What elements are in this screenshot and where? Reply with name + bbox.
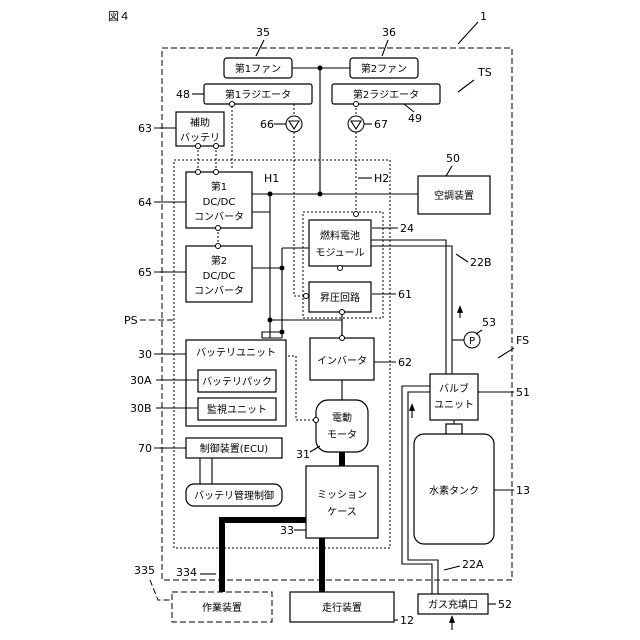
svg-text:第2ラジエータ: 第2ラジエータ: [353, 88, 419, 101]
monitor-unit-box: 監視ユニット: [198, 398, 276, 420]
svg-text:22A: 22A: [462, 558, 484, 571]
svg-text:ミッション: ミッション: [317, 490, 367, 501]
radiator1-box: 第1ラジエータ: [204, 84, 312, 104]
svg-text:H2: H2: [374, 172, 389, 185]
pressure-sensor-icon: P: [464, 332, 480, 348]
svg-text:62: 62: [398, 356, 412, 369]
svg-text:67: 67: [374, 118, 388, 131]
svg-text:監視ユニット: 監視ユニット: [207, 403, 267, 416]
svg-text:昇圧回路: 昇圧回路: [320, 291, 360, 304]
svg-text:30: 30: [138, 348, 152, 361]
figure-title: 図４: [108, 10, 130, 23]
svg-text:DC/DC: DC/DC: [203, 271, 236, 282]
work-device-box: 作業装置: [172, 592, 272, 622]
svg-text:51: 51: [516, 386, 530, 399]
dcdc1-box: 第1 DC/DC コンバータ: [186, 172, 252, 228]
svg-text:燃料電池: 燃料電池: [320, 229, 360, 242]
svg-text:第2ファン: 第2ファン: [361, 62, 407, 75]
svg-text:30B: 30B: [130, 402, 152, 415]
svg-text:バッテリユニット: バッテリユニット: [196, 347, 276, 359]
svg-text:空調装置: 空調装置: [434, 189, 474, 202]
svg-text:48: 48: [176, 88, 190, 101]
aux-battery-wire: [198, 146, 216, 172]
svg-text:335: 335: [134, 564, 155, 577]
battery-mgmt-box: バッテリ管理制御: [186, 484, 282, 506]
svg-text:13: 13: [516, 484, 530, 497]
svg-text:1: 1: [480, 10, 487, 23]
mission-case-box: ミッション ケース: [306, 466, 378, 538]
motor-box: 電動 モータ: [316, 400, 368, 452]
svg-text:モジュール: モジュール: [315, 248, 364, 259]
svg-text:インバータ: インバータ: [317, 355, 367, 367]
svg-text:コンバータ: コンバータ: [194, 285, 244, 297]
svg-text:電動: 電動: [332, 411, 352, 424]
svg-text:ユニット: ユニット: [434, 400, 474, 411]
svg-text:ガス充填口: ガス充填口: [428, 598, 478, 611]
svg-text:水素タンク: 水素タンク: [429, 484, 479, 497]
fan1-box: 第1ファン: [224, 58, 292, 78]
battery-pack-box: バッテリパック: [198, 370, 276, 392]
svg-text:ケース: ケース: [327, 506, 357, 518]
dcdc2-box: 第2 DC/DC コンバータ: [186, 246, 252, 302]
svg-text:DC/DC: DC/DC: [203, 197, 236, 208]
svg-text:66: 66: [260, 118, 274, 131]
controller-box: 制御装置(ECU): [186, 438, 282, 458]
svg-text:63: 63: [138, 122, 152, 135]
svg-text:33: 33: [280, 524, 294, 537]
travel-device-box: 走行装置: [290, 592, 394, 622]
svg-text:50: 50: [446, 152, 460, 165]
svg-text:第1ファン: 第1ファン: [235, 62, 281, 75]
svg-text:61: 61: [398, 288, 412, 301]
bus-to-inverter-1: [270, 320, 342, 338]
svg-text:53: 53: [482, 316, 496, 329]
svg-text:作業装置: 作業装置: [202, 601, 242, 614]
svg-text:第2: 第2: [211, 254, 227, 267]
svg-text:バルブ: バルブ: [439, 382, 469, 395]
gas-port-box: ガス充填口: [418, 594, 488, 614]
svg-text:P: P: [469, 336, 475, 347]
svg-text:コンバータ: コンバータ: [194, 211, 244, 223]
svg-text:12: 12: [400, 614, 414, 627]
svg-text:制御装置(ECU): 制御装置(ECU): [200, 442, 269, 455]
svg-text:52: 52: [498, 598, 512, 611]
svg-text:65: 65: [138, 266, 152, 279]
bus-to-battery: [262, 332, 282, 338]
svg-text:22B: 22B: [470, 256, 492, 269]
ecu-callout: [200, 456, 212, 484]
svg-text:31: 31: [296, 448, 310, 461]
aux-battery-box: 補助 バッテリ: [176, 112, 224, 146]
fuel-cell-box: 燃料電池 モジュール: [309, 220, 371, 266]
fan2-box: 第2ファン: [350, 58, 418, 78]
svg-text:走行装置: 走行装置: [322, 601, 362, 614]
svg-text:バッテリパック: バッテリパック: [202, 376, 272, 388]
svg-text:64: 64: [138, 196, 152, 209]
svg-text:バッテリ管理制御: バッテリ管理制御: [194, 489, 274, 502]
boost-box: 昇圧回路: [309, 282, 371, 312]
svg-text:70: 70: [138, 442, 152, 455]
inverter-box: インバータ: [310, 338, 374, 380]
svg-text:バッテリ: バッテリ: [180, 132, 220, 144]
aircon-box: 空調装置: [418, 176, 490, 214]
svg-text:TS: TS: [477, 66, 492, 79]
svg-text:24: 24: [400, 222, 414, 235]
pump-67-icon: [348, 116, 364, 132]
svg-text:35: 35: [256, 26, 270, 39]
valve-unit-box: バルブ ユニット: [430, 374, 478, 420]
svg-text:H1: H1: [264, 172, 279, 185]
svg-text:第1ラジエータ: 第1ラジエータ: [225, 88, 291, 101]
svg-text:第1: 第1: [211, 180, 227, 193]
svg-text:モータ: モータ: [327, 429, 357, 441]
svg-text:補助: 補助: [190, 116, 210, 129]
svg-text:49: 49: [408, 112, 422, 125]
svg-text:FS: FS: [516, 334, 529, 347]
hydrogen-tank-box: 水素タンク: [414, 424, 494, 544]
coolant-h1: [294, 104, 306, 296]
radiator2-box: 第2ラジエータ: [332, 84, 440, 104]
svg-text:36: 36: [382, 26, 396, 39]
svg-text:334: 334: [176, 566, 197, 579]
svg-text:30A: 30A: [130, 374, 152, 387]
svg-text:PS: PS: [124, 314, 138, 327]
pump-66-icon: [286, 116, 302, 132]
